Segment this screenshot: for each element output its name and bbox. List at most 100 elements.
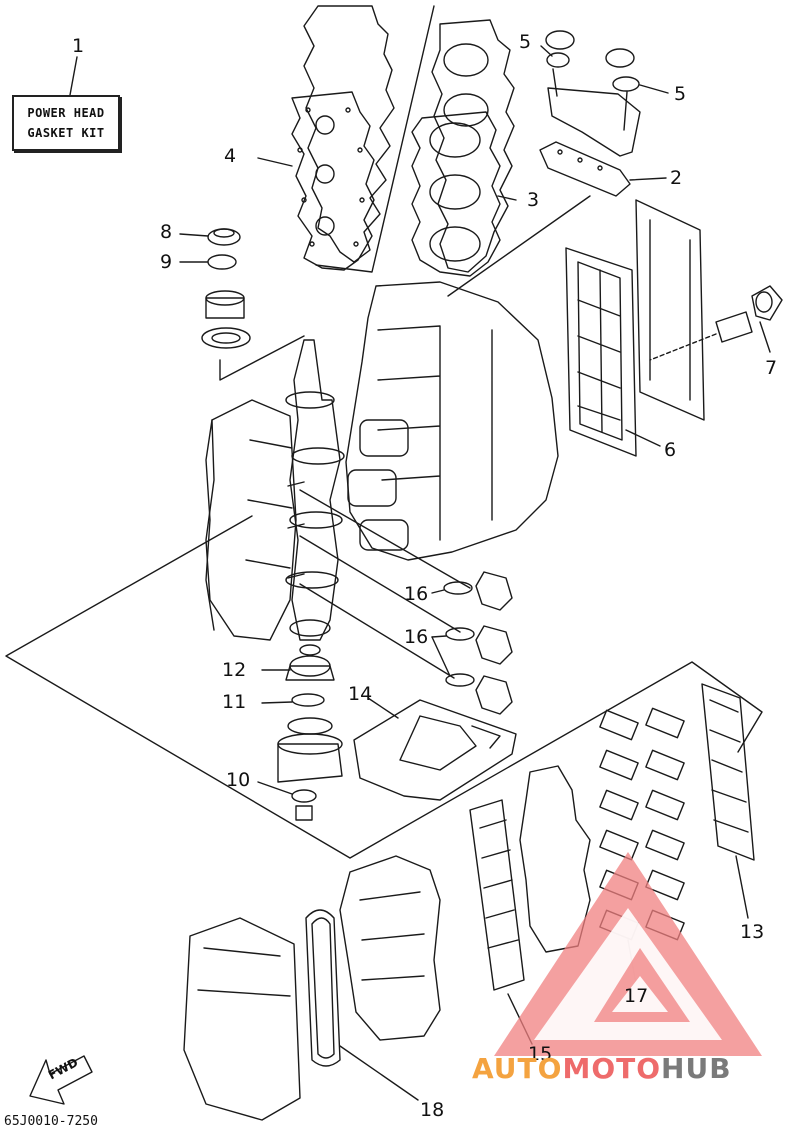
cover-plate: [475, 571, 513, 611]
crankcase: [205, 399, 297, 641]
leader-1: [69, 56, 78, 96]
seal-part-12: [285, 665, 335, 681]
reed-valve-body: [519, 765, 591, 953]
callout-8: 8: [160, 221, 173, 243]
bolt-hole: [315, 115, 335, 135]
callout-11: 11: [222, 691, 247, 713]
bracket-line: [299, 583, 455, 679]
head-cover-outline: [303, 5, 395, 263]
bolt-hole: [301, 197, 307, 203]
gasket-part-5: [612, 76, 640, 92]
bracket-line: [315, 5, 435, 273]
manifold-detail: [359, 891, 425, 981]
cover-plate: [475, 625, 513, 665]
head-gasket-part-3: [411, 111, 501, 277]
callout-4: 4: [224, 145, 237, 167]
leader-8: [179, 233, 209, 237]
crank-web: [285, 571, 339, 589]
o-ring-part-9: [207, 254, 237, 270]
gasket-part-16: [445, 673, 475, 687]
bolt-hole: [309, 241, 315, 247]
seal-housing-inner: [211, 332, 241, 344]
gasket-part-6: [565, 247, 637, 457]
gasket-part-15: [469, 799, 525, 991]
bracket-line: [219, 335, 305, 381]
callout-10: 10: [226, 769, 251, 791]
cylinder-head-outline: [431, 19, 515, 273]
intake-manifold: [339, 855, 441, 1041]
callout-2: 2: [670, 167, 683, 189]
callout-7: 7: [765, 357, 778, 379]
callout-3: 3: [527, 189, 540, 211]
callout-16-upper: 16: [404, 583, 429, 605]
gasket-part-2: [539, 141, 631, 197]
cover-plate: [475, 675, 513, 715]
block-port: [359, 419, 409, 457]
callout-16-lower: 16: [404, 626, 429, 648]
intake-cover-panel: [635, 199, 705, 421]
bolt-hole: [357, 147, 363, 153]
callout-15: 15: [528, 1043, 553, 1065]
callout-5-upper: 5: [519, 31, 532, 53]
seal-cap: [299, 644, 321, 656]
bore-outline: [443, 93, 489, 127]
crank-web: [289, 619, 331, 637]
leader-2: [629, 177, 667, 181]
leader-6: [625, 429, 661, 447]
power-head-gasket-kit-label: POWER HEAD GASKET KIT: [12, 95, 120, 151]
callout-18: 18: [420, 1099, 445, 1121]
leader-3: [497, 195, 517, 201]
callout-6: 6: [664, 439, 677, 461]
leader-11: [261, 701, 293, 704]
part-7-body: [715, 311, 753, 343]
cylinder-block: [345, 281, 559, 561]
watermark-logo-icon: [494, 852, 762, 1056]
crank-web: [289, 511, 343, 529]
oil-seal-inner: [213, 228, 235, 238]
gasket-part-13: [701, 683, 755, 861]
bracket-line: [447, 195, 591, 297]
dowel-pins: [287, 481, 305, 579]
kit-label-line-1: POWER HEAD: [27, 106, 105, 120]
gasket-part-16: [443, 581, 473, 595]
bore-outline: [443, 43, 489, 77]
bolt: [552, 68, 558, 97]
cap: [545, 30, 575, 50]
leader-16: [431, 636, 451, 677]
callout-9: 9: [160, 251, 173, 273]
bearing-top: [205, 290, 245, 306]
cylinder-bore: [429, 122, 481, 158]
bearing-housing: [277, 743, 343, 783]
bushing: [295, 805, 313, 821]
exhaust-cover: [547, 87, 641, 157]
dash-line: [649, 333, 717, 361]
gasket-14-holes: [399, 715, 501, 771]
gasket-part-16: [445, 627, 475, 641]
seal-part-10: [291, 789, 317, 803]
bolt-hole: [315, 216, 335, 236]
crank-web: [291, 447, 345, 465]
bolt-hole: [597, 165, 603, 171]
leader-16: [431, 635, 447, 638]
callout-17: 17: [624, 985, 649, 1007]
crank-web: [285, 391, 335, 409]
gasket-part-5: [546, 52, 570, 68]
seal-housing: [201, 327, 251, 349]
part-7-gasket: [755, 291, 773, 313]
leader-14: [367, 697, 399, 719]
block-ribs: [377, 325, 493, 541]
gasket-grid: [577, 261, 623, 441]
leader-5: [639, 84, 669, 94]
leader-7: [759, 321, 771, 353]
crankcase-edge: [205, 419, 293, 631]
callout-14: 14: [348, 683, 373, 705]
gasket-13-grid: [709, 699, 749, 833]
cap: [605, 48, 635, 68]
bolt-hole: [305, 107, 311, 113]
part-number: 65J0010-7250: [4, 1114, 98, 1129]
crankshaft: [289, 339, 341, 641]
gasket-part-14: [353, 699, 517, 801]
bolt-hole: [315, 164, 335, 184]
